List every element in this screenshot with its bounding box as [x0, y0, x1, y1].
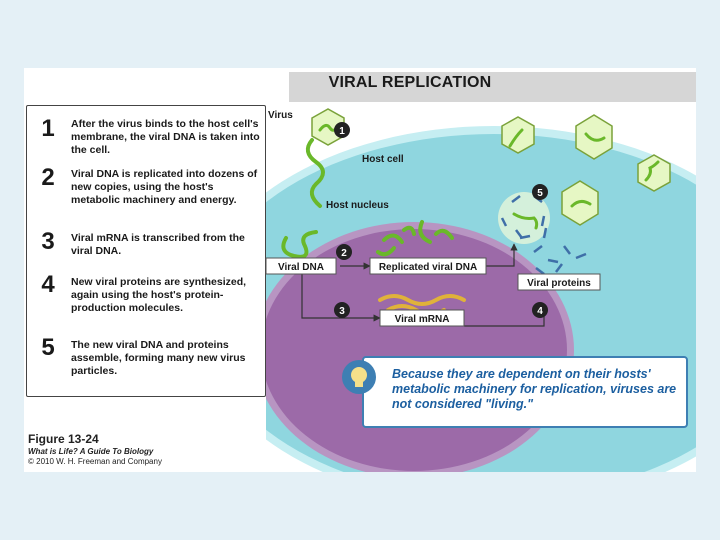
host-cell-label: Host cell: [362, 154, 404, 165]
callout-text: Because they are dependent on their host…: [392, 367, 682, 412]
step-marker-3: 3: [339, 306, 345, 317]
host-nucleus-label: Host nucleus: [326, 200, 389, 211]
lightbulb-icon: [340, 358, 378, 396]
viral-dna-label: Viral DNA: [278, 262, 324, 273]
replicated-dna-label: Replicated viral DNA: [379, 262, 477, 273]
viral-proteins-label: Viral proteins: [527, 278, 591, 289]
figure-source: What is Life? A Guide To Biology: [28, 447, 162, 456]
figure-copyright: © 2010 W. H. Freeman and Company: [28, 457, 162, 466]
step-marker-2: 2: [341, 248, 347, 259]
step-marker-1: 1: [339, 126, 345, 137]
figure-caption: Figure 13-24 What is Life? A Guide To Bi…: [28, 432, 162, 466]
step-marker-4: 4: [537, 306, 543, 317]
callout-box: Because they are dependent on their host…: [362, 356, 688, 428]
viral-mrna-label: Viral mRNA: [395, 314, 450, 325]
figure-slide: VIRAL REPLICATION 1 After the virus bind…: [24, 68, 696, 472]
figure-title: Figure 13-24: [28, 432, 162, 446]
assembling-virus: [498, 192, 550, 244]
step-marker-5: 5: [537, 188, 543, 199]
virus-label: Virus: [268, 110, 293, 121]
